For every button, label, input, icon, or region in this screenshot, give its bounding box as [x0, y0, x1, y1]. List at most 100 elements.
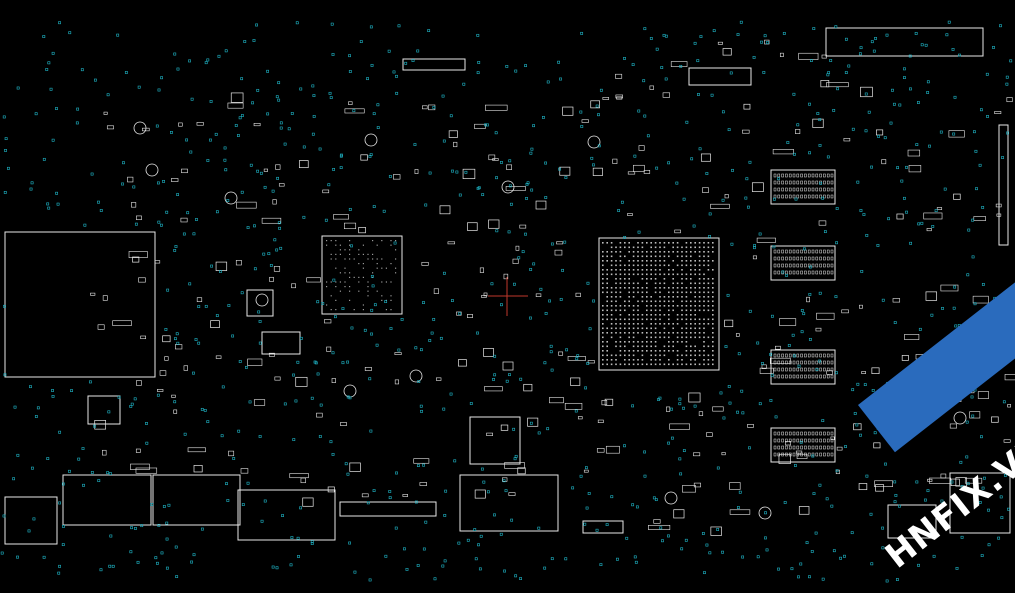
- bga-ball: [602, 278, 604, 280]
- memory-pad: [819, 187, 822, 192]
- bga-ball: [628, 287, 630, 289]
- memory-pad: [773, 263, 777, 268]
- via: [134, 527, 137, 530]
- bga-ball: [672, 323, 674, 325]
- smd-pad: [747, 424, 754, 428]
- via: [983, 476, 986, 480]
- via: [133, 397, 137, 401]
- via: [430, 331, 434, 335]
- memory-pad: [830, 249, 834, 254]
- via: [442, 407, 446, 411]
- via: [200, 527, 204, 531]
- bga-ball: [615, 300, 617, 303]
- via: [678, 397, 682, 401]
- via: [883, 136, 887, 140]
- pch-ball: [344, 267, 346, 269]
- via: [299, 87, 303, 91]
- pch-ball: [376, 267, 378, 269]
- chip-medium: [261, 331, 301, 355]
- bga-ball: [659, 314, 661, 316]
- memory-pad: [830, 194, 834, 199]
- via: [971, 255, 975, 259]
- bga-ball: [619, 269, 622, 271]
- via: [864, 129, 868, 133]
- via: [903, 196, 906, 200]
- smd-pad: [940, 473, 947, 479]
- bga-ball: [637, 363, 639, 366]
- memory-pad: [830, 353, 834, 358]
- via: [819, 181, 823, 185]
- via: [424, 203, 428, 207]
- via: [514, 69, 518, 73]
- via: [210, 264, 213, 268]
- via: [422, 301, 425, 304]
- resistor-array: [904, 334, 920, 340]
- via: [926, 489, 930, 493]
- via: [82, 483, 85, 487]
- bga-ball: [615, 296, 617, 298]
- bga-ball: [632, 314, 635, 316]
- bga-ball: [628, 251, 630, 253]
- via: [550, 368, 554, 372]
- memory-pad: [796, 270, 800, 275]
- pch-ball: [395, 258, 397, 260]
- memory-pad: [811, 452, 815, 457]
- via: [893, 500, 897, 504]
- smd-pad: [393, 174, 401, 180]
- smd-pad: [1003, 439, 1011, 443]
- memory-pad: [826, 256, 830, 261]
- bga-ball: [712, 269, 714, 271]
- bga-ball: [712, 336, 714, 339]
- memory-pad: [811, 438, 815, 443]
- via: [297, 555, 300, 558]
- bga-ball: [619, 278, 622, 280]
- pch-ball: [367, 258, 369, 260]
- ic-small: [722, 48, 732, 56]
- via: [176, 67, 180, 71]
- via: [863, 383, 867, 387]
- memory-pad: [773, 353, 777, 358]
- bga-ball: [650, 264, 652, 267]
- via: [881, 526, 884, 530]
- via: [905, 383, 909, 387]
- smd-pad: [795, 129, 801, 134]
- bga-ball: [602, 242, 604, 244]
- smd-pad: [717, 41, 723, 45]
- via: [967, 228, 971, 232]
- memory-pad: [785, 180, 788, 185]
- via: [332, 167, 335, 171]
- ic-small: [500, 424, 509, 431]
- bga-ball: [641, 314, 644, 316]
- via: [543, 361, 547, 365]
- memory-pad: [823, 194, 826, 199]
- ic-small: [604, 398, 614, 406]
- smd-pad: [735, 333, 740, 337]
- bga-ball: [606, 296, 608, 298]
- via: [682, 449, 686, 452]
- bga-ball: [681, 341, 683, 343]
- via: [564, 176, 568, 179]
- pch-ball: [349, 290, 351, 292]
- bga-ball: [672, 246, 674, 249]
- via: [643, 27, 647, 31]
- bga-ball: [632, 282, 635, 285]
- via: [12, 477, 15, 481]
- round-component: [364, 133, 378, 147]
- via: [290, 536, 294, 539]
- resistor-array: [759, 367, 774, 374]
- via: [948, 388, 952, 391]
- resistor-array: [756, 237, 776, 243]
- via: [277, 221, 281, 225]
- via: [805, 541, 809, 545]
- resistor-array: [564, 402, 583, 410]
- pch-ball: [372, 258, 374, 260]
- bga-ball: [646, 314, 648, 316]
- via: [439, 336, 443, 340]
- memory-pad: [804, 353, 807, 358]
- via: [313, 360, 317, 364]
- via: [835, 371, 838, 375]
- memory-pad: [815, 256, 819, 261]
- bga-ball: [707, 359, 710, 361]
- memory-pad: [792, 438, 796, 443]
